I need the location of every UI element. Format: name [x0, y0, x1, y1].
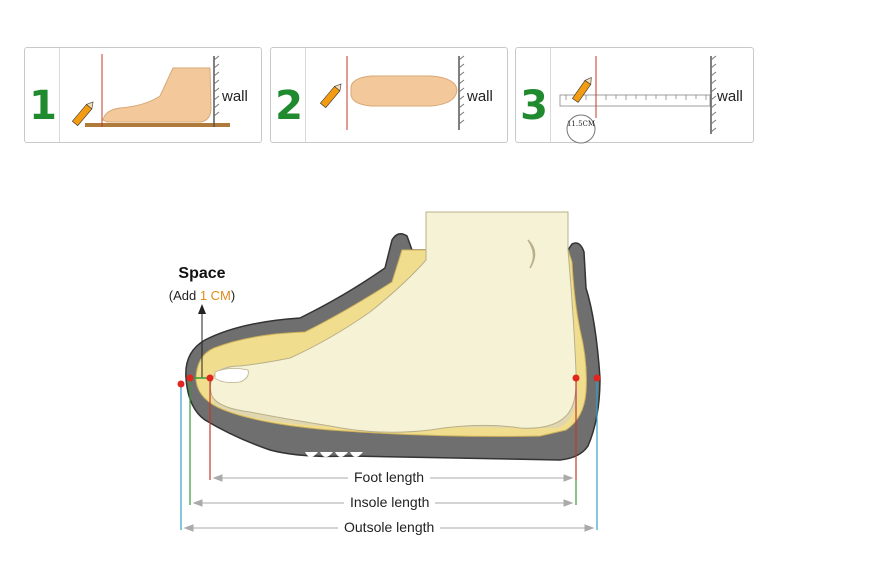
floor	[85, 123, 230, 127]
measure-markers	[177, 374, 601, 388]
wall-label: wall	[222, 88, 248, 105]
outsole-length-label: Outsole length	[338, 519, 441, 535]
insole-length-label: Insole length	[344, 494, 436, 510]
tread-grooves	[305, 452, 363, 457]
step-1-illustration	[71, 54, 230, 127]
toenail	[214, 368, 249, 383]
step-2-illustration	[319, 55, 465, 130]
foot	[209, 211, 577, 433]
foot-length-label: Foot length	[348, 469, 431, 485]
wall-hatch	[213, 55, 220, 117]
step-number: 1	[29, 83, 57, 129]
step-3-illustration	[559, 55, 717, 144]
panel-divider	[59, 48, 60, 142]
ankle-bone	[527, 239, 536, 269]
space-note-suffix: )	[230, 288, 236, 303]
space-note: (Add 1 CM)	[140, 288, 264, 303]
measurement-badge	[566, 114, 596, 144]
wall-label: wall	[717, 88, 743, 105]
space-title: Space	[178, 265, 226, 282]
space-arrow-head	[198, 304, 206, 314]
ruler	[559, 94, 711, 107]
wall-hatch	[458, 55, 465, 125]
panel-divider	[550, 48, 551, 142]
step-panel-1: 1 wall	[24, 47, 262, 143]
pencil-icon	[71, 101, 94, 127]
space-note-accent: 1 CM	[199, 288, 231, 303]
pencil-icon	[571, 77, 592, 103]
foot-side	[102, 67, 212, 123]
wall-hatch	[710, 55, 717, 133]
measurement-text: 11.5CM	[566, 120, 596, 128]
space-note-prefix: (Add	[168, 288, 200, 303]
wall-label: wall	[467, 88, 493, 105]
step-panel-2: 2 wall	[270, 47, 508, 143]
step-number: 2	[275, 83, 303, 129]
pencil-icon	[319, 83, 342, 109]
foot-top	[350, 75, 458, 107]
step-panel-3: 3 11.5CM wall	[515, 47, 754, 144]
step-number: 3	[520, 83, 548, 129]
panel-divider	[305, 48, 306, 142]
